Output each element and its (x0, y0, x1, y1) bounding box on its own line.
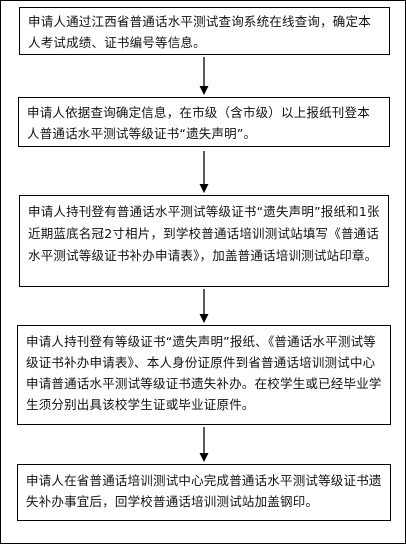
step-4-box: 申请人持刊登有等级证书“遗失声明”报纸、《普通话水平测试等级证书补办申请表》、本… (17, 325, 391, 425)
step-5-text: 申请人在省普通话培训测试中心完成普通话水平测试等级证书遗失补办事宜后，回学校普通… (26, 473, 382, 509)
arrow-down-1 (199, 57, 209, 95)
step-2-box: 申请人依据查询确定信息，在市级（含市级）以上报纸刊登本人普通话水平测试等级证书“… (18, 97, 390, 147)
step-4-text: 申请人持刊登有等级证书“遗失声明”报纸、《普通话水平测试等级证书补办申请表》、本… (26, 334, 382, 412)
step-2-text: 申请人依据查询确定信息，在市级（含市级）以上报纸刊登本人普通话水平测试等级证书“… (27, 105, 370, 141)
step-5-box: 申请人在省普通话培训测试中心完成普通话水平测试等级证书遗失补办事宜后，回学校普通… (17, 464, 391, 521)
step-1-text: 申请人通过江西省普通话水平测试查询系统在线查询，确定本人考试成绩、证书编号等信息… (28, 14, 371, 50)
step-3-text: 申请人持刊登有普通话水平测试等级证书“遗失声明”报纸和1张近期蓝底名冠2寸相片，… (28, 204, 380, 263)
arrow-down-2 (199, 151, 209, 193)
arrow-down-4 (199, 427, 209, 462)
step-1-box: 申请人通过江西省普通话水平测试查询系统在线查询，确定本人考试成绩、证书编号等信息… (19, 7, 390, 55)
arrow-down-3 (199, 289, 209, 323)
step-3-box: 申请人持刊登有普通话水平测试等级证书“遗失声明”报纸和1张近期蓝底名冠2寸相片，… (19, 195, 389, 287)
